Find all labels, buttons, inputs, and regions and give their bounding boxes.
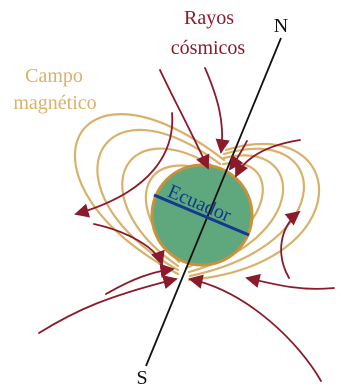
south-label: S	[136, 367, 147, 389]
cosmic-rays-label-line-1: Rayos	[184, 7, 234, 29]
north-label: N	[274, 15, 288, 37]
magnetic-field-label-line-1: Campo	[25, 65, 83, 87]
cosmic-ray-11	[190, 279, 321, 381]
cosmic-ray-2	[205, 68, 222, 152]
cosmic-rays-label-line-2: cósmicos	[171, 37, 246, 59]
cosmic-ray-7	[39, 279, 176, 333]
cosmic-ray-10	[247, 278, 334, 289]
magnetic-field-label-line-2: magnético	[13, 92, 96, 114]
